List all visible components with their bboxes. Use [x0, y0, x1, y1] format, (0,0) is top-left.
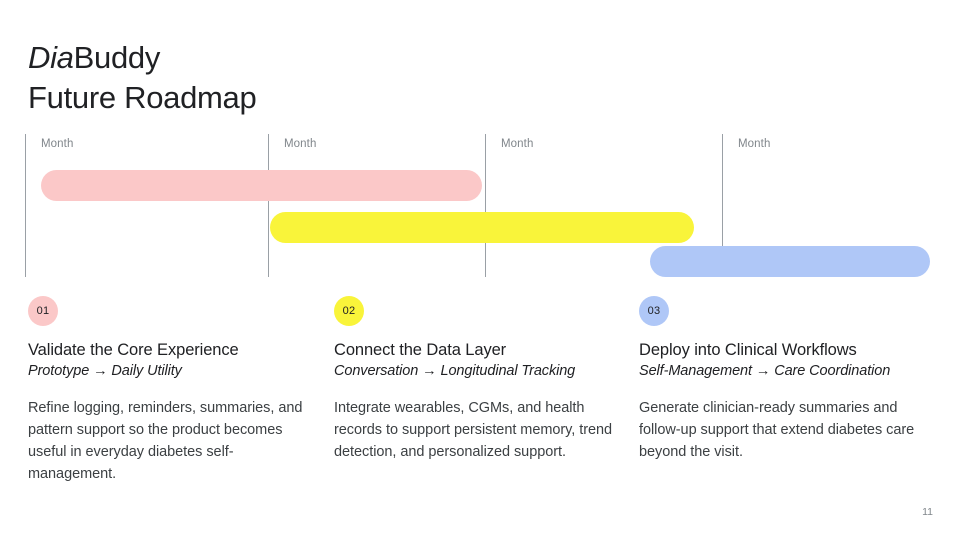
phase-subtitle-2: Conversation → Longitudinal Tracking — [334, 363, 576, 379]
timeline-column-1: Month — [25, 134, 73, 277]
phase-heading-2: Connect the Data Layer — [334, 341, 507, 359]
page-title: DiaBuddy Future Roadmap — [28, 38, 628, 118]
phase-3-bar — [650, 246, 930, 277]
timeline-chart: Month Month Month Month — [0, 134, 960, 280]
phase-body-3: Generate clinician-ready summaries and f… — [639, 400, 915, 460]
timeline-column-3: Month — [485, 134, 533, 277]
phase-2-bar — [270, 212, 694, 243]
phase-badge-3: 03 — [639, 296, 669, 326]
phase-item-2: 02 Connect the Data Layer Conversation →… — [334, 296, 624, 463]
phase-heading-3: Deploy into Clinical Workflows — [639, 341, 857, 359]
phase-item-3: 03 Deploy into Clinical Workflows Self-M… — [639, 296, 929, 463]
phase-body-2: Integrate wearables, CGMs, and health re… — [334, 400, 613, 460]
title-brand-rest: Buddy — [73, 40, 161, 75]
title-brand-italic: Dia — [28, 40, 74, 75]
phase-heading-1: Validate the Core Experience — [28, 341, 239, 359]
page-number: 11 — [922, 506, 933, 518]
title-line-2: Future Roadmap — [28, 80, 257, 115]
phase-badge-1: 01 — [28, 296, 58, 326]
timeline-month-label-3: Month — [501, 138, 534, 150]
timeline-month-label-1: Month — [41, 138, 74, 150]
phase-subtitle-3: Self-Management → Care Coordination — [639, 363, 891, 379]
phase-badge-2: 02 — [334, 296, 364, 326]
phase-1-bar — [41, 170, 482, 201]
phase-item-1: 01 Validate the Core Experience Prototyp… — [28, 296, 320, 485]
title-line-1: DiaBuddy — [28, 38, 628, 78]
timeline-month-label-2: Month — [284, 138, 317, 150]
phase-body-1: Refine logging, reminders, summaries, an… — [28, 400, 303, 482]
phase-columns: 01 Validate the Core Experience Prototyp… — [0, 296, 960, 496]
timeline-month-label-4: Month — [738, 138, 771, 150]
timeline-column-4: Month — [722, 134, 770, 277]
phase-subtitle-1: Prototype → Daily Utility — [28, 363, 182, 379]
timeline-column-2: Month — [268, 134, 316, 277]
